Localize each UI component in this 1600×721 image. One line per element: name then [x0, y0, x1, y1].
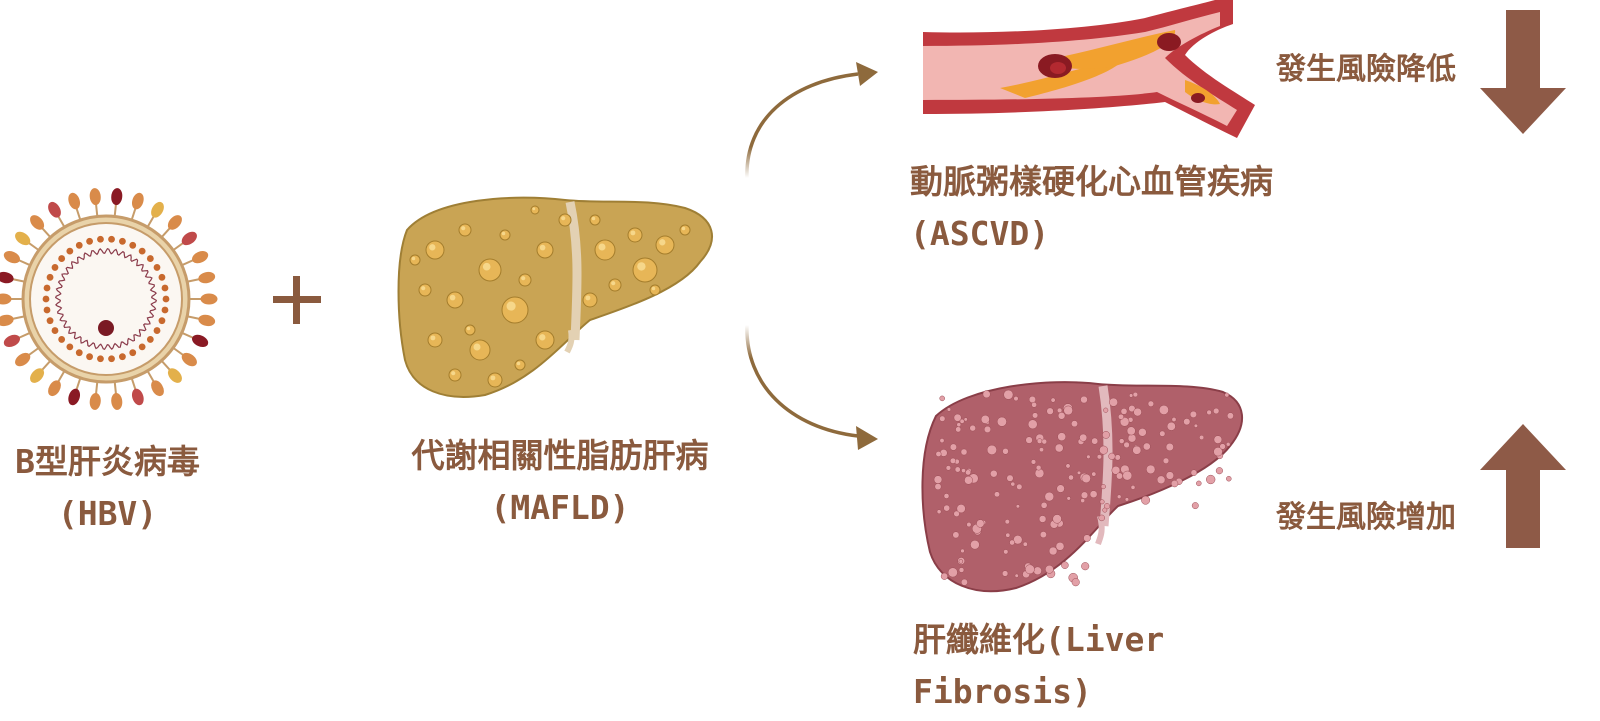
mafld-label: 代謝相關性脂肪肝病 (MAFLD) [385, 430, 735, 534]
hbv-abbr: (HBV) [57, 494, 158, 533]
arrow-to-ascvd [745, 72, 859, 179]
risk-down-label: 發生風險降低 [1276, 52, 1456, 87]
mafld-abbr: (MAFLD) [490, 488, 630, 527]
ascvd-name: 動脈粥樣硬化心血管疾病 [910, 162, 1273, 201]
arrow-down-icon [1480, 10, 1566, 134]
hbv-virus-icon [0, 188, 218, 410]
fibrosis-abbr: Fibrosis) [913, 672, 1092, 711]
hbv-name: B型肝炎病毒 [15, 442, 200, 481]
arrow-to-fibrosis-head [856, 426, 878, 450]
artery-plaque-icon [923, 0, 1255, 138]
hbv-label: B型肝炎病毒 (HBV) [0, 436, 215, 540]
fibrotic-liver-icon [921, 381, 1244, 593]
ascvd-label: 動脈粥樣硬化心血管疾病 (ASCVD) [910, 156, 1273, 260]
mafld-name: 代謝相關性脂肪肝病 [411, 436, 709, 475]
fatty-liver-icon [397, 196, 713, 398]
risk-up-label: 發生風險增加 [1276, 500, 1456, 535]
arrow-to-fibrosis [745, 324, 859, 438]
ascvd-abbr: (ASCVD) [910, 214, 1050, 253]
arrow-up-icon [1480, 424, 1566, 548]
fibrosis-label: 肝纖維化(Liver Fibrosis) [913, 614, 1164, 718]
plus-icon [273, 276, 321, 324]
fibrosis-name: 肝纖維化(Liver [913, 620, 1165, 659]
arrow-to-ascvd-head [856, 62, 878, 86]
